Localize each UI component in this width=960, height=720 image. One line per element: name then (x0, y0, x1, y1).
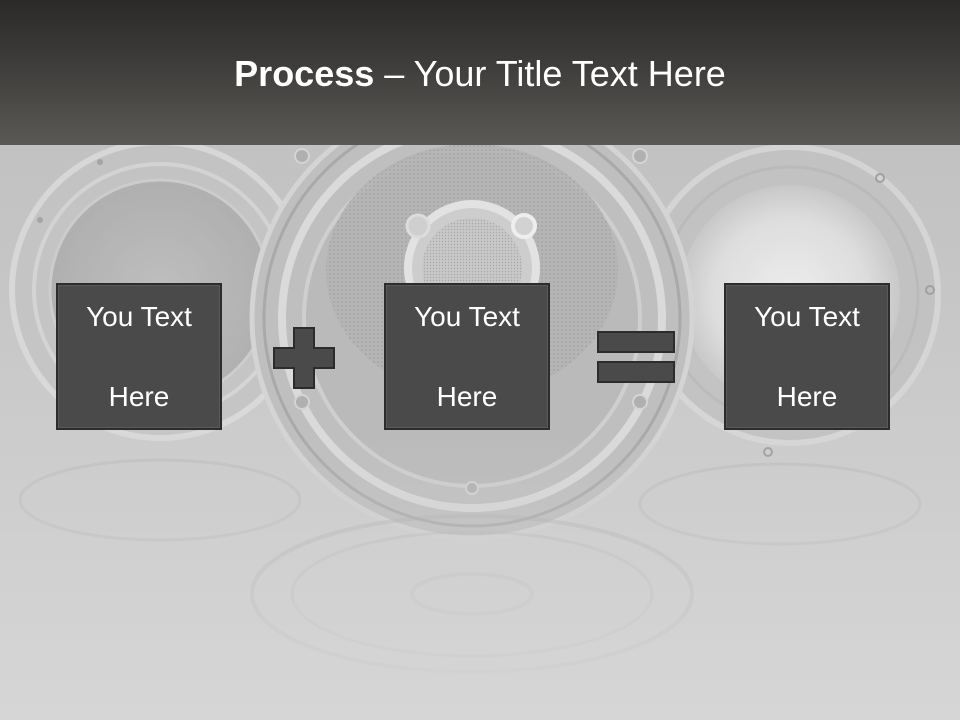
title-bar: Process – Your Title Text Here (0, 0, 960, 145)
plus-icon (273, 327, 335, 389)
text-box-3-line-2: Here (776, 380, 838, 412)
text-box-1-line-1: You Text (86, 300, 192, 332)
text-box-3-line-1: You Text (754, 300, 860, 332)
slide-title: Process – Your Title Text Here (234, 52, 726, 94)
text-box-2-line-1: You Text (414, 300, 520, 332)
title-bold-part: Process (234, 52, 375, 94)
equals-icon (597, 331, 675, 383)
text-box-1-line-2: Here (108, 380, 170, 412)
title-rest: – Your Title Text Here (374, 52, 726, 94)
text-box-2-line-2: Here (436, 380, 498, 412)
